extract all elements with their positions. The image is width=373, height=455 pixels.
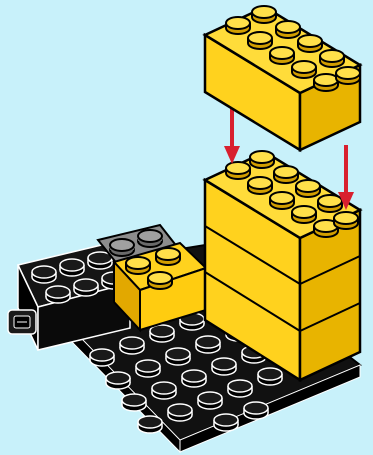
yellow-2x4-brick-new [205, 6, 360, 150]
technic-connector [8, 310, 36, 334]
